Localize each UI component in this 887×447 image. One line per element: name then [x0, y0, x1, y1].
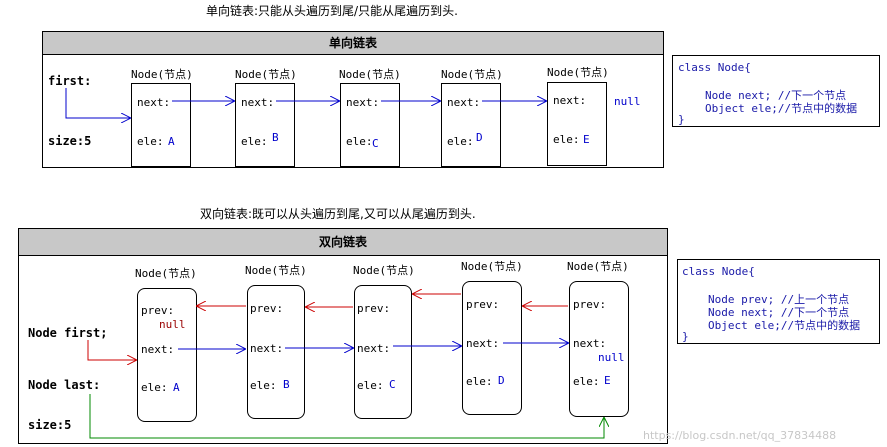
singly-node-a: next: ele: A: [131, 83, 191, 167]
singly-node-e: next: ele: E: [547, 82, 607, 166]
ele-value: E: [583, 133, 590, 146]
singly-caption: 单向链表:只能从头遍历到尾/只能从尾遍历到头.: [206, 4, 458, 18]
ele-field-label: ele:: [447, 135, 474, 148]
singly-node-title: Node(节点): [339, 68, 401, 81]
prev-field-label: prev:: [466, 298, 500, 311]
code-line: Object ele;//节点中的数据: [705, 102, 858, 115]
doubly-node-a: prev: null next: ele: A: [137, 288, 197, 422]
code-line: class Node{: [682, 265, 755, 278]
ele-value: B: [272, 131, 279, 144]
doubly-title: 双向链表: [19, 229, 667, 256]
last-pointer-arrow: [89, 394, 604, 439]
ele-field-label: ele:: [346, 135, 373, 148]
ele-value: E: [604, 374, 611, 387]
singly-node-title: Node(节点): [441, 68, 503, 81]
doubly-node-title: Node(节点): [461, 260, 523, 273]
ele-value: D: [476, 131, 483, 144]
singly-node-title: Node(节点): [131, 68, 193, 81]
singly-title: 单向链表: [43, 32, 663, 55]
prev-field-label: prev:: [573, 298, 607, 311]
code-line: }: [678, 113, 685, 126]
singly-node-title: Node(节点): [235, 68, 297, 81]
singly-null-label: null: [614, 95, 641, 108]
ele-value: A: [173, 381, 180, 394]
code-box-double: class Node{ Node prev; //上一个节点 Node next…: [677, 259, 880, 344]
singly-size-label: size:5: [48, 134, 92, 148]
next-null-value: null: [598, 351, 625, 364]
ele-value: A: [168, 135, 175, 148]
doubly-node-b: prev: next: ele: B: [247, 285, 305, 419]
code-box-single: class Node{ Node next; //下一个节点 Object el…: [672, 55, 880, 127]
singly-node-c: next: ele: C: [340, 83, 400, 167]
doubly-node-title: Node(节点): [135, 267, 197, 280]
ele-field-label: ele:: [241, 135, 268, 148]
next-field-label: next:: [573, 337, 607, 350]
next-field-label: next:: [346, 96, 380, 109]
next-field-label: next:: [241, 96, 275, 109]
ele-field-label: ele:: [466, 375, 493, 388]
doubly-size-label: size:5: [28, 418, 72, 432]
code-line: Object ele;//节点中的数据: [708, 319, 861, 332]
next-field-label: next:: [250, 342, 284, 355]
prev-field-label: prev:: [250, 302, 284, 315]
ele-field-label: ele:: [553, 133, 580, 146]
code-line: Node next; //下一个节点: [708, 306, 850, 319]
ele-value: C: [389, 378, 396, 391]
doubly-node-title: Node(节点): [353, 264, 415, 277]
prev-null-value: null: [159, 318, 186, 331]
ele-value: B: [283, 378, 290, 391]
doubly-node-title: Node(节点): [245, 264, 307, 277]
doubly-node-title: Node(节点): [567, 260, 629, 273]
prev-field-label: prev:: [357, 302, 391, 315]
ele-value: C: [372, 137, 379, 150]
next-field-label: next:: [141, 343, 175, 356]
doubly-node-d: prev: next: ele: D: [462, 281, 522, 415]
next-field-label: next:: [553, 94, 587, 107]
next-field-label: next:: [357, 342, 391, 355]
next-field-label: next:: [137, 96, 171, 109]
singly-first-label: first:: [48, 74, 92, 88]
ele-field-label: ele:: [573, 375, 600, 388]
ele-field-label: ele:: [250, 379, 277, 392]
doubly-node-e: prev: next: null ele: E: [569, 281, 629, 417]
doubly-panel: 双向链表: [18, 228, 668, 444]
doubly-last-label: Node last:: [28, 378, 101, 392]
ele-field-label: ele:: [137, 135, 164, 148]
prev-field-label: prev:: [141, 304, 175, 317]
code-line: }: [682, 330, 689, 343]
doubly-caption: 双向链表:既可以从头遍历到尾,又可以从尾遍历到头.: [200, 207, 476, 221]
code-line: Node next; //下一个节点: [705, 89, 847, 102]
ele-field-label: ele:: [141, 381, 168, 394]
first-pointer-arrow: [65, 88, 130, 118]
doubly-first-label: Node first;: [28, 326, 108, 340]
code-line: class Node{: [678, 61, 751, 74]
singly-node-title: Node(节点): [547, 66, 609, 79]
next-field-label: next:: [466, 337, 500, 350]
watermark: https://blog.csdn.net/qq_37834488: [643, 429, 837, 442]
singly-node-d: next: ele: D: [441, 83, 501, 167]
singly-node-b: next: ele: B: [235, 83, 295, 167]
code-line: Node prev; //上一个节点: [708, 293, 850, 306]
ele-value: D: [498, 374, 505, 387]
ele-field-label: ele:: [357, 379, 384, 392]
next-field-label: next:: [447, 96, 481, 109]
first-pointer-arrow: [87, 340, 136, 360]
doubly-node-c: prev: next: ele: C: [354, 285, 412, 419]
